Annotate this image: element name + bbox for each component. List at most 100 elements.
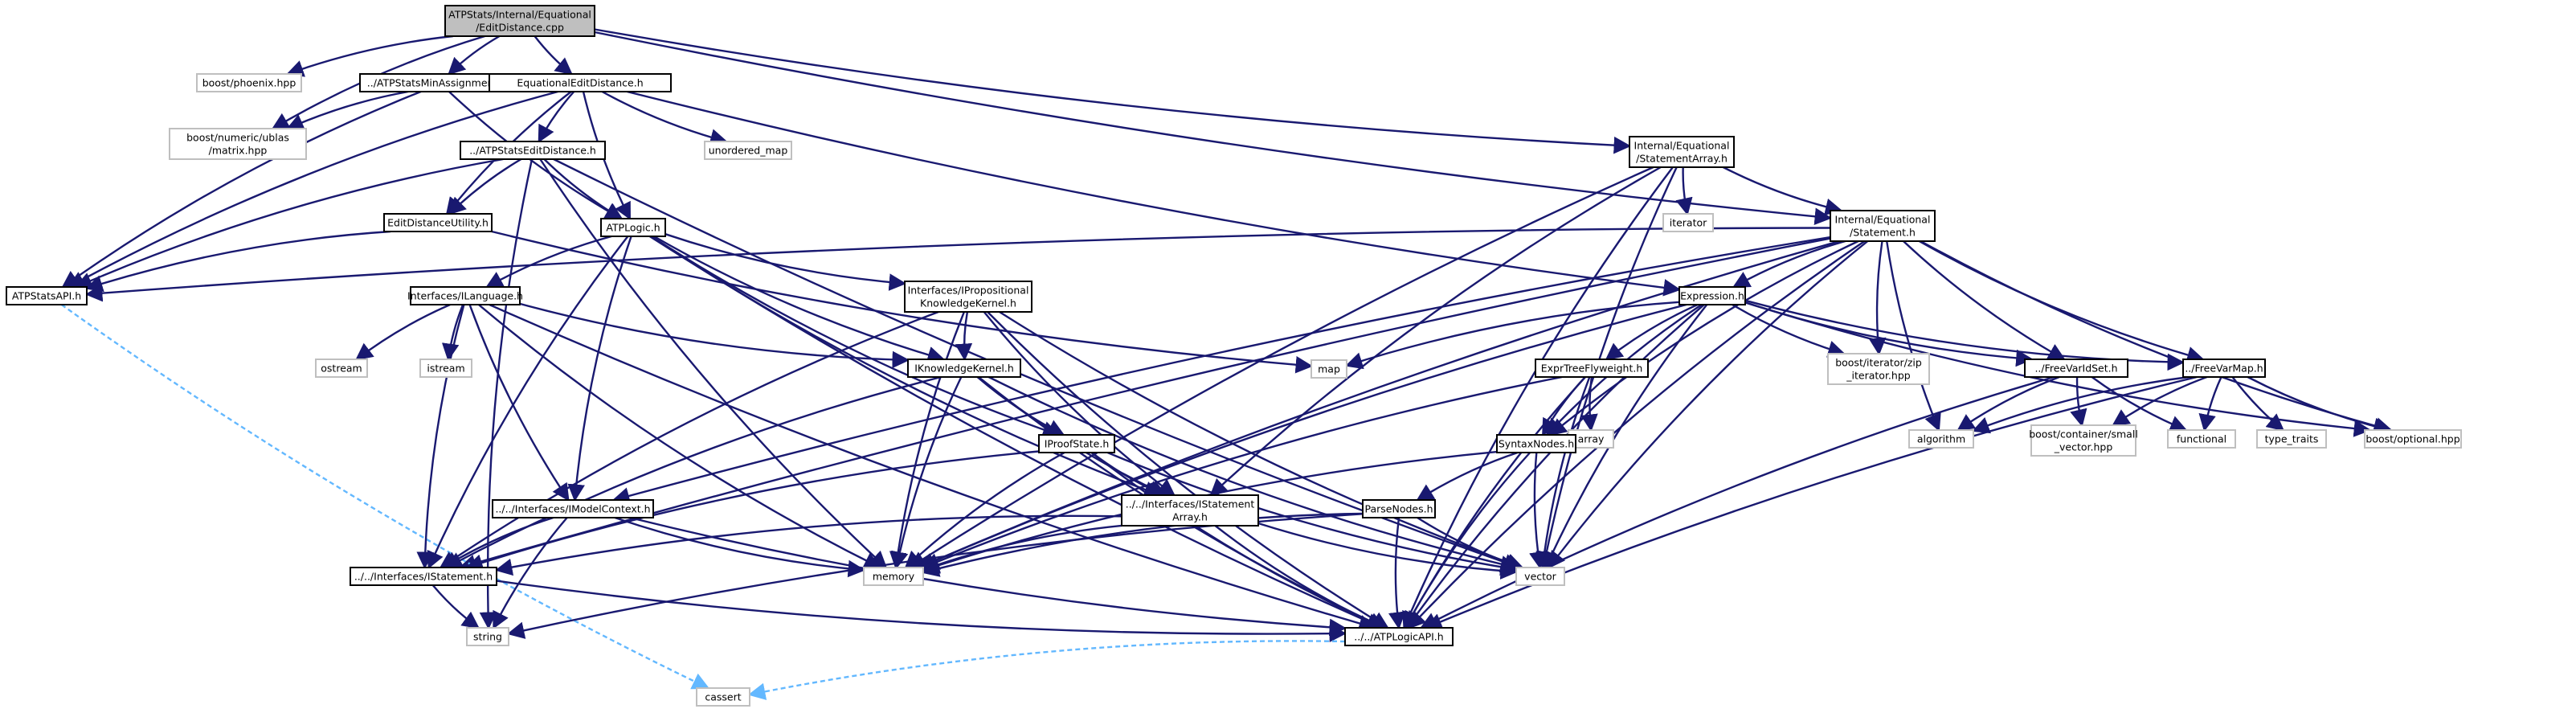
- node-optional[interactable]: boost/optional.hpp: [2364, 429, 2462, 449]
- node-atplogic[interactable]: ATPLogic.h: [600, 218, 666, 237]
- node-root[interactable]: ATPStats/Internal/Equational/EditDistanc…: [444, 5, 595, 37]
- node-label: ../FreeVarIdSet.h: [2034, 363, 2117, 375]
- edge-istmtarray-to-memory: [921, 524, 1122, 573]
- node-atpstatsedit[interactable]: ../ATPStatsEditDistance.h: [460, 141, 606, 160]
- edge-statement_h-to-istatement: [458, 237, 1831, 572]
- edge-freevarmap-to-atplogicapi: [1424, 375, 2198, 630]
- node-exprtree[interactable]: ExprTreeFlyweight.h: [1535, 359, 1649, 378]
- node-box: [1121, 494, 1259, 527]
- node-algorithm[interactable]: algorithm: [1908, 429, 1974, 449]
- node-box: [460, 141, 606, 160]
- node-label: ../../Interfaces/IStatement: [1126, 498, 1255, 510]
- node-expression[interactable]: Expression.h: [1678, 286, 1746, 305]
- node-label: vector: [1524, 571, 1557, 583]
- edge-stmtarray_h-to-istmtarray: [1209, 166, 1662, 497]
- node-label: string: [473, 631, 502, 643]
- node-label: ../FreeVarMap.h: [2185, 363, 2263, 375]
- node-label: algorithm: [1917, 433, 1965, 445]
- edge-statement_h-to-atplogicapi: [1408, 240, 1866, 629]
- edge-atpstatsedit-to-atpstatsapi: [74, 158, 504, 289]
- node-istream[interactable]: istream: [419, 359, 472, 378]
- node-parsenodes[interactable]: ParseNodes.h: [1362, 499, 1436, 518]
- edge-exprtree-to-memory: [921, 375, 1563, 570]
- node-label: _iterator.hpp: [1846, 370, 1910, 382]
- node-label: /EditDistance.cpp: [476, 22, 564, 34]
- edge-freevarmap-to-smallvector: [2112, 375, 2208, 427]
- node-box: [1344, 627, 1454, 646]
- node-minassign[interactable]: ../ATPStatsMinAssignment.h: [359, 73, 515, 92]
- node-istatement[interactable]: ../../Interfaces/IStatement.h: [350, 567, 497, 586]
- node-propkernel[interactable]: Interfaces/IPropositionalKnowledgeKernel…: [904, 281, 1032, 313]
- edge-root-to-stmtarray_h: [594, 28, 1632, 154]
- edge-freevarmap-to-algorithm: [1971, 375, 2190, 434]
- node-label: Interfaces/IPropositional: [908, 285, 1029, 297]
- edge-parsenodes-to-atplogicapi: [1388, 517, 1406, 630]
- edge-statement_h-to-syntaxnodes: [1548, 240, 1859, 436]
- edge-istmtarray-to-vector: [1257, 522, 1519, 580]
- node-array[interactable]: array: [1568, 429, 1614, 449]
- node-box: [1535, 359, 1649, 378]
- node-label: memory: [873, 571, 915, 583]
- node-type_traits[interactable]: type_traits: [2256, 429, 2327, 449]
- node-phoenix[interactable]: boost/phoenix.hpp: [196, 73, 302, 92]
- edge-language-to-istatement: [416, 304, 465, 570]
- node-iproofstate[interactable]: IProofState.h: [1038, 434, 1115, 453]
- node-label: IKnowledgeKernel.h: [914, 363, 1014, 375]
- node-stmtarray_h[interactable]: Internal/Equational/StatementArray.h: [1629, 136, 1735, 168]
- node-box: [1496, 434, 1576, 453]
- node-box: [444, 5, 595, 37]
- node-cassert[interactable]: cassert: [696, 687, 750, 707]
- node-ublas[interactable]: boost/numeric/ublas/matrix.hpp: [169, 128, 307, 160]
- node-label: boost/iterator/zip: [1835, 357, 1922, 369]
- node-iterator[interactable]: iterator: [1662, 213, 1714, 232]
- node-eqedit[interactable]: EquationalEditDistance.h: [489, 73, 672, 92]
- node-atplogicapi[interactable]: ../../ATPLogicAPI.h: [1344, 627, 1454, 646]
- node-label: IProofState.h: [1045, 438, 1110, 450]
- node-label: EquationalEditDistance.h: [517, 77, 643, 89]
- node-box: [1662, 213, 1714, 232]
- node-statement_h[interactable]: Internal/Equational/Statement.h: [1830, 210, 1936, 242]
- edge-parsenodes-to-string: [506, 513, 1364, 639]
- edge-statement_h-to-vector: [1548, 240, 1869, 569]
- edge-atplogic-to-language: [485, 235, 612, 289]
- node-memory[interactable]: memory: [863, 567, 924, 586]
- node-label: iterator: [1670, 217, 1707, 229]
- node-box: [169, 128, 307, 160]
- node-box: [315, 359, 368, 378]
- node-unordered_map[interactable]: unordered_map: [704, 141, 792, 160]
- node-map[interactable]: map: [1310, 359, 1347, 379]
- node-functional[interactable]: functional: [2167, 429, 2236, 449]
- edge-iknowledge-to-istatement: [444, 375, 942, 569]
- node-imodel[interactable]: ../../Interfaces/IModelContext.h: [492, 499, 654, 518]
- node-ostream[interactable]: ostream: [315, 359, 368, 378]
- edge-freevarmap-to-optional: [2247, 375, 2391, 435]
- edge-root-to-minassign: [448, 35, 501, 76]
- node-syntaxnodes[interactable]: SyntaxNodes.h: [1496, 434, 1576, 453]
- edge-iproofstate-to-memory: [904, 451, 1065, 569]
- node-zipiter[interactable]: boost/iterator/zip_iterator.hpp: [1827, 353, 1930, 385]
- node-box: [2030, 424, 2136, 457]
- node-label: ../ATPStatsMinAssignment.h: [367, 77, 508, 89]
- edge-propkernel-to-memory: [889, 311, 966, 570]
- edge-iproofstate-to-vector: [1107, 451, 1519, 576]
- node-language[interactable]: Interfaces/ILanguage.h: [407, 286, 523, 305]
- node-smallvector[interactable]: boost/container/small_vector.hpp: [2029, 424, 2138, 457]
- edge-freevarid-to-smallvector: [2070, 376, 2087, 428]
- node-box: [1908, 429, 1974, 449]
- edge-expression-to-atplogicapi: [1405, 304, 1705, 629]
- node-editutil[interactable]: EditDistanceUtility.h: [383, 213, 493, 232]
- node-vector[interactable]: vector: [1515, 567, 1565, 586]
- node-freevarid[interactable]: ../FreeVarIdSet.h: [2024, 359, 2128, 378]
- node-string[interactable]: string: [466, 627, 509, 646]
- node-iknowledge[interactable]: IKnowledgeKernel.h: [907, 359, 1021, 378]
- node-freevarmap[interactable]: ../FreeVarMap.h: [2182, 359, 2266, 378]
- edge-expression-to-memory: [918, 303, 1687, 570]
- node-label: ATPLogic.h: [606, 222, 660, 234]
- edge-exprtree-to-array: [1580, 376, 1598, 432]
- node-atpstatsapi[interactable]: ATPStatsAPI.h: [6, 286, 88, 305]
- node-label: ../ATPStatsEditDistance.h: [469, 145, 596, 157]
- edge-statement_h-to-freevarid: [1903, 240, 2066, 361]
- node-label: boost/numeric/ublas: [186, 132, 289, 144]
- node-label: ../../Interfaces/IStatement.h: [354, 571, 493, 583]
